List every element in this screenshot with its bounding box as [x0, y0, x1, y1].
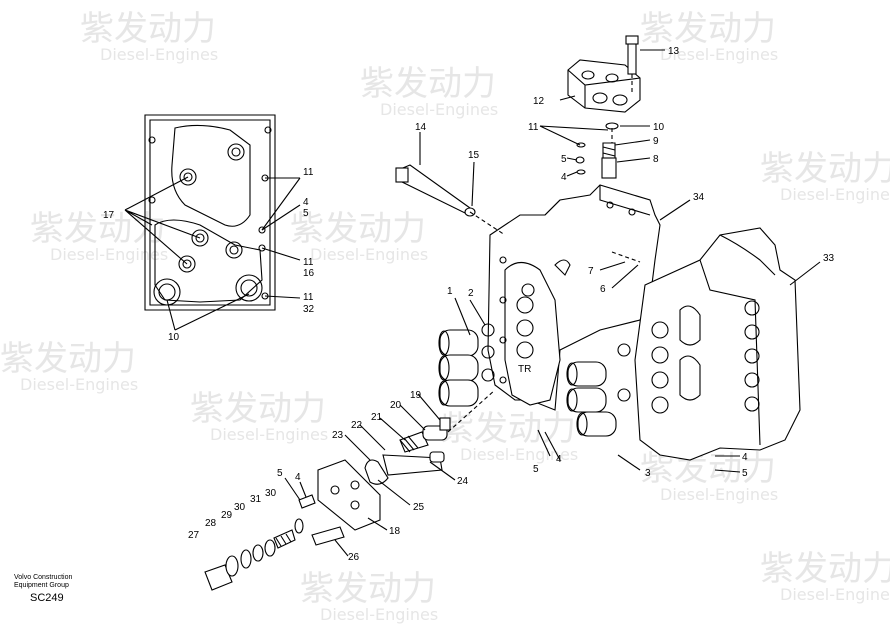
label-16: 16: [303, 268, 315, 279]
pilot-section: [204, 417, 451, 591]
label-25: 25: [413, 502, 425, 513]
label-26: 26: [348, 552, 360, 563]
watermark-en: Diesel-Engines: [380, 100, 498, 119]
watermark-en: Diesel-Engines: [310, 245, 428, 264]
center-valve-body: TR: [487, 184, 661, 411]
label-4-top: 4: [561, 172, 567, 183]
label-20: 20: [390, 400, 402, 411]
label-19: 19: [410, 390, 422, 401]
label-7: 7: [588, 266, 594, 277]
label-4-low: 4: [295, 472, 301, 483]
caption-line-2: Equipment Group: [14, 582, 69, 589]
label-23: 23: [332, 430, 344, 441]
label-4-left: 4: [303, 197, 309, 208]
label-34: 34: [693, 192, 705, 203]
watermark-cn: 紫发动力: [0, 339, 136, 379]
watermark-cn: 紫发动力: [80, 9, 216, 49]
tr-marking: TR: [518, 364, 531, 375]
watermark-cn: 紫发动力: [760, 149, 890, 189]
label-13: 13: [668, 46, 680, 57]
caption-line-1: Volvo Construction: [14, 574, 73, 581]
right-spool-caps: [566, 343, 631, 437]
watermark-cn: 紫发动力: [640, 9, 776, 49]
watermark-en: Diesel-Engines: [780, 585, 890, 604]
watermark-en: Diesel-Engines: [20, 375, 138, 394]
leader-lines-right: [284, 49, 821, 557]
label-21: 21: [371, 412, 383, 423]
label-9: 9: [653, 136, 659, 147]
watermark-en: Diesel-Engines: [780, 185, 890, 204]
label-1: 1: [447, 286, 453, 297]
label-15: 15: [468, 150, 480, 161]
label-11-top: 11: [528, 122, 539, 133]
label-14: 14: [415, 122, 427, 133]
label-22: 22: [351, 420, 363, 431]
watermark-en: Diesel-Engines: [210, 425, 328, 444]
label-2: 2: [468, 288, 474, 299]
watermark-cn: 紫发动力: [360, 64, 496, 104]
label-30-a: 30: [265, 488, 277, 499]
label-33: 33: [823, 253, 835, 264]
label-31: 31: [250, 494, 262, 505]
label-30-b: 30: [234, 502, 246, 513]
label-5-low: 5: [277, 468, 283, 479]
label-27: 27: [188, 530, 200, 541]
watermark-en: Diesel-Engines: [320, 605, 438, 624]
label-6: 6: [600, 284, 606, 295]
diagram-code: SC249: [30, 592, 64, 604]
label-4-right: 4: [742, 452, 748, 463]
watermark-en: Diesel-Engines: [100, 45, 218, 64]
watermark-cn: 紫发动力: [30, 209, 166, 249]
watermark-group: 紫发动力 Diesel-Engines 紫发动力 Diesel-Engines …: [0, 9, 890, 624]
part-labels: 13 12 10 11 9 8 5 4 14 15 34 33 7 6 1 2 …: [103, 46, 835, 563]
label-8: 8: [653, 154, 659, 165]
label-10-left: 10: [168, 332, 180, 343]
long-bolt: [395, 164, 476, 217]
label-17: 17: [103, 210, 115, 221]
label-29: 29: [221, 510, 233, 521]
watermark-en: Diesel-Engines: [460, 445, 578, 464]
label-18: 18: [389, 526, 401, 537]
watermark-cn: 紫发动力: [440, 409, 576, 449]
label-28: 28: [205, 518, 217, 529]
spool-caps: [438, 323, 495, 407]
label-5-right: 5: [742, 468, 748, 479]
watermark-en: Diesel-Engines: [660, 485, 778, 504]
watermark-cn: 紫发动力: [300, 569, 436, 609]
label-5-top: 5: [561, 154, 567, 165]
dashed-guides: [447, 74, 641, 433]
company-caption: Volvo Construction Equipment Group: [14, 574, 72, 590]
label-5-mid: 5: [533, 464, 539, 475]
label-3: 3: [645, 468, 651, 479]
watermark-cn: 紫发动力: [190, 389, 326, 429]
watermark-en: Diesel-Engines: [660, 45, 778, 64]
label-11-b: 11: [303, 257, 314, 268]
leader-lines-left: [124, 176, 301, 331]
watermark-en: Diesel-Engines: [50, 245, 168, 264]
gasket-plate: [144, 114, 276, 311]
label-4-mid: 4: [556, 454, 562, 465]
label-32: 32: [303, 304, 315, 315]
watermark-cn: 紫发动力: [290, 209, 426, 249]
label-10-top: 10: [653, 122, 665, 133]
label-12: 12: [533, 96, 545, 107]
label-11-c: 11: [303, 292, 314, 303]
watermark-cn: 紫发动力: [760, 549, 890, 589]
label-5-left: 5: [303, 208, 309, 219]
label-24: 24: [457, 476, 469, 487]
top-cover-assembly: [567, 35, 641, 179]
label-11-a: 11: [303, 167, 314, 178]
right-valve-body: [634, 227, 801, 461]
